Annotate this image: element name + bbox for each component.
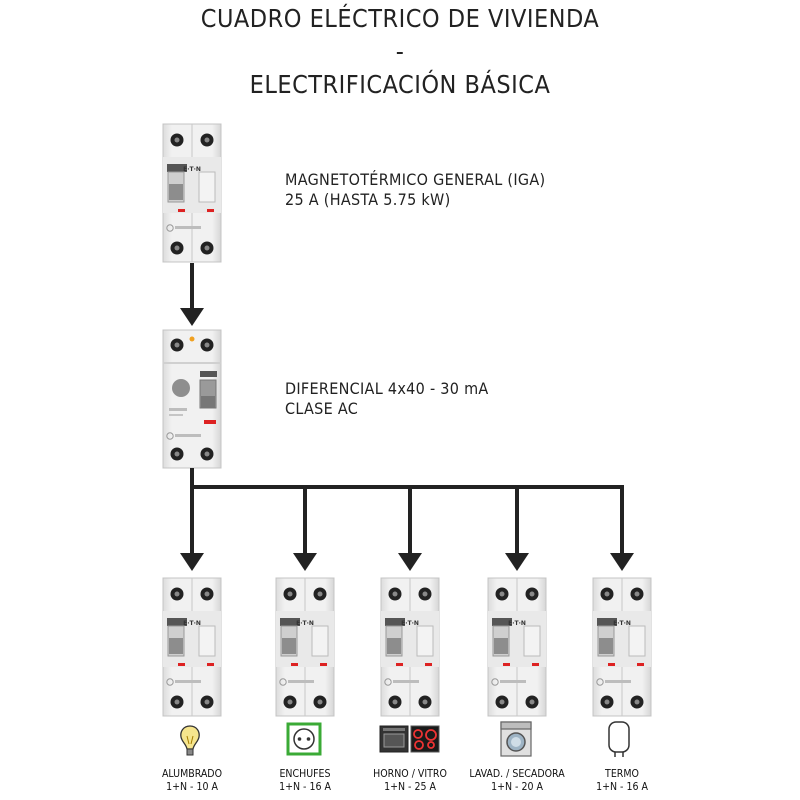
- distribution-bus: [190, 468, 624, 555]
- arrow-head-horno: [398, 553, 422, 571]
- circuit-name: TERMO: [605, 768, 639, 780]
- circuit-rating: 1+N - 10 A: [166, 781, 218, 793]
- differential-description: DIFERENCIAL 4x40 - 30 mA CLASE AC: [285, 379, 489, 419]
- arrow-head-termo: [610, 553, 634, 571]
- circuit-name: HORNO / VITRO: [373, 768, 447, 780]
- arrow-head-alumbrado: [180, 553, 204, 571]
- circuit-label-enchufes: ENCHUFES 1+N - 16 A: [245, 768, 365, 794]
- breaker-termo: [592, 577, 652, 717]
- general-breaker-line-1: MAGNETOTÉRMICO GENERAL (IGA): [285, 170, 546, 189]
- differential-line-1: DIFERENCIAL 4x40 - 30 mA: [285, 379, 489, 398]
- general-breaker-description: MAGNETOTÉRMICO GENERAL (IGA) 25 A (HASTA…: [285, 170, 545, 210]
- socket-icon: [286, 722, 322, 756]
- circuit-name: ENCHUFES: [279, 768, 331, 780]
- water-heater-icon: [608, 721, 630, 757]
- circuit-name: ALUMBRADO: [161, 768, 223, 780]
- washing-machine-icon: [500, 721, 532, 757]
- oven-cooktop-icon: [379, 725, 440, 753]
- circuit-label-termo: TERMO 1+N - 16 A: [562, 768, 682, 794]
- circuit-rating: 1+N - 25 A: [384, 781, 436, 793]
- breaker-enchufes: [275, 577, 335, 717]
- circuit-name: LAVAD. / SECADORA: [469, 768, 565, 780]
- light-bulb-icon: [180, 725, 200, 756]
- title-line-1: CUADRO ELÉCTRICO DE VIVIENDA: [200, 4, 600, 33]
- circuit-label-lavadora: LAVAD. / SECADORA 1+N - 20 A: [455, 768, 579, 794]
- arrow-head-lavadora: [505, 553, 529, 571]
- arrow-head-enchufes: [293, 553, 317, 571]
- breaker-horno: [380, 577, 440, 717]
- differential-device: [162, 329, 222, 469]
- general-breaker-line-2: 25 A (HASTA 5.75 kW): [285, 190, 451, 209]
- title-line-3: ELECTRIFICACIÓN BÁSICA: [249, 70, 551, 99]
- circuit-rating: 1+N - 16 A: [279, 781, 331, 793]
- breaker-lavadora: [487, 577, 547, 717]
- circuit-label-horno: HORNO / VITRO 1+N - 25 A: [350, 768, 470, 794]
- circuit-rating: 1+N - 20 A: [491, 781, 543, 793]
- arrow-head-differential: [180, 308, 204, 326]
- title-line-2: -: [395, 37, 405, 66]
- breaker-alumbrado: [162, 577, 222, 717]
- circuit-rating: 1+N - 16 A: [596, 781, 648, 793]
- general-breaker-device: [162, 123, 222, 263]
- circuit-label-alumbrado: ALUMBRADO 1+N - 10 A: [132, 768, 252, 794]
- differential-line-2: CLASE AC: [285, 399, 359, 418]
